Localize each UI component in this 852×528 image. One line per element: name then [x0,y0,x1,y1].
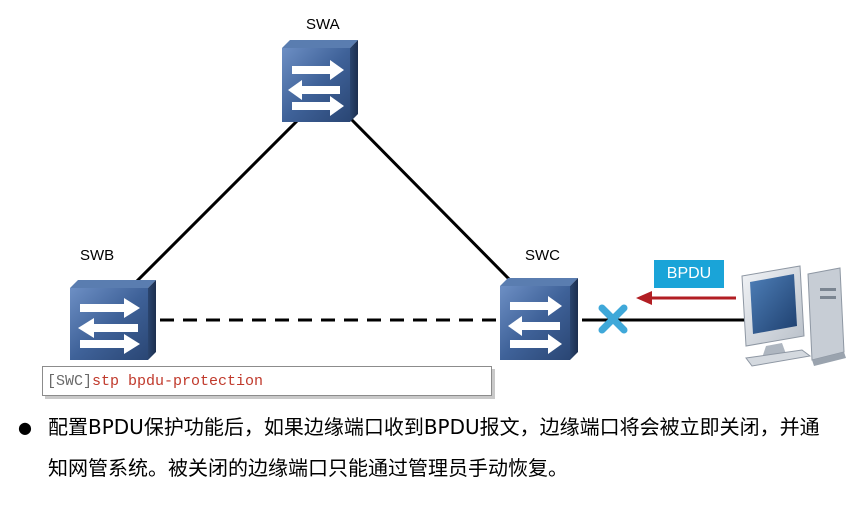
switch-swc-icon [500,278,578,360]
command-prompt: [SWC] [47,373,93,390]
bpdu-arrow-icon [636,291,736,305]
port-shutdown-x-icon [598,304,628,334]
pc-icon [741,265,846,367]
bullet-dot-icon: ● [18,418,32,437]
switch-swb-label: SWB [80,247,115,264]
link-swa-swc [348,116,514,284]
switch-swc-label: SWC [525,247,560,264]
switch-swb-icon [70,280,156,360]
switch-swa-icon [282,40,358,122]
bullet-point: ● 配置BPDU保护功能后，如果边缘端口收到BPDU报文，边缘端口将会被立即关闭… [18,407,838,489]
link-swa-swb [126,116,302,292]
bullet-text: 配置BPDU保护功能后，如果边缘端口收到BPDU报文，边缘端口将会被立即关闭，并… [48,415,820,480]
bpdu-tag: BPDU [654,260,724,288]
command-box: [SWC]stp bpdu-protection [42,366,492,396]
switch-swa-label: SWA [306,16,340,33]
command-text: stp bpdu-protection [92,373,264,390]
